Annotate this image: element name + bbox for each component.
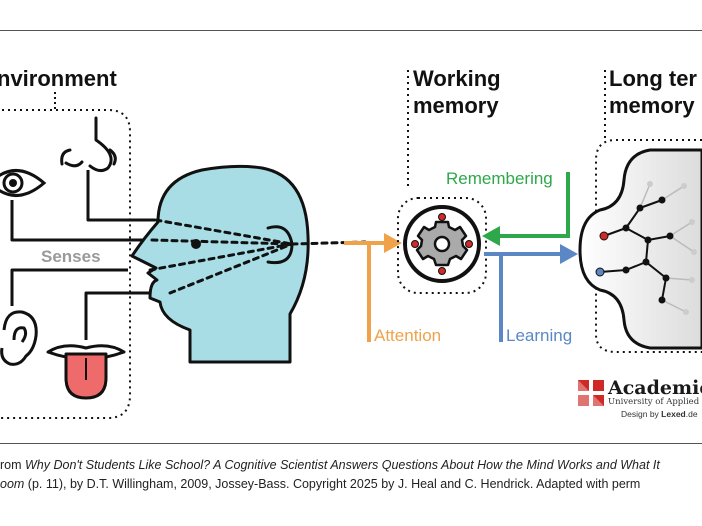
bottom-rule	[0, 443, 702, 444]
logo-subtitle: University of Applied Scie	[608, 397, 702, 407]
caption-citation: (p. 11), by D.T. Willingham, 2009, Josse…	[24, 477, 641, 491]
memory-model-diagram	[0, 70, 702, 419]
environment-heading: nvironment	[0, 66, 117, 91]
senses-label: Senses	[41, 247, 101, 266]
gear-icon	[415, 220, 469, 267]
working-memory-heading-line2: memory	[413, 93, 499, 118]
sense-lines	[10, 170, 170, 340]
ear-icon	[0, 310, 38, 366]
caption-line-2: oom (p. 11), by D.T. Willingham, 2009, J…	[0, 475, 702, 494]
caption-book-title-end: oom	[0, 477, 25, 491]
attention-label: Attention	[374, 326, 442, 345]
working-memory-outer-box	[397, 197, 487, 294]
long-term-memory-heading-line1: Long ter	[609, 66, 697, 91]
remembering-arrowhead	[482, 226, 500, 246]
figure-caption: rom Why Don't Students Like School? A Co…	[0, 456, 702, 494]
remembering-arrow	[498, 172, 570, 238]
remembering-label: Remembering	[446, 169, 553, 188]
head-silhouette	[130, 164, 310, 364]
learning-arrowhead	[560, 244, 578, 264]
learning-label: Learning	[506, 326, 573, 345]
logo-name: Academic	[608, 377, 702, 399]
long-term-memory-shape	[578, 148, 702, 350]
mouth-icon	[46, 344, 126, 400]
caption-book-title: Why Don't Students Like School? A Cognit…	[25, 458, 660, 472]
working-memory-dots	[411, 213, 473, 275]
design-credit: Design by Lexed.de	[621, 409, 698, 419]
environment-box	[0, 109, 131, 419]
caption-line1-prefix: rom	[0, 458, 25, 472]
neural-network-icon	[595, 181, 697, 315]
learning-arrow	[484, 252, 562, 342]
academica-logo-icon	[578, 380, 604, 406]
attention-arrowhead	[384, 233, 402, 253]
design-credit-prefix: Design by	[621, 409, 662, 419]
top-rule	[0, 30, 702, 31]
nose-icon	[60, 116, 117, 173]
working-memory-heading-line1: Working	[413, 66, 501, 91]
long-term-memory-heading-line2: memory	[609, 93, 695, 118]
caption-line-1: rom Why Don't Students Like School? A Co…	[0, 456, 702, 475]
design-credit-suffix: .de	[685, 409, 698, 419]
design-credit-brand: Lexed	[661, 409, 686, 419]
eye-icon	[0, 169, 47, 197]
attention-arrow	[344, 241, 386, 342]
